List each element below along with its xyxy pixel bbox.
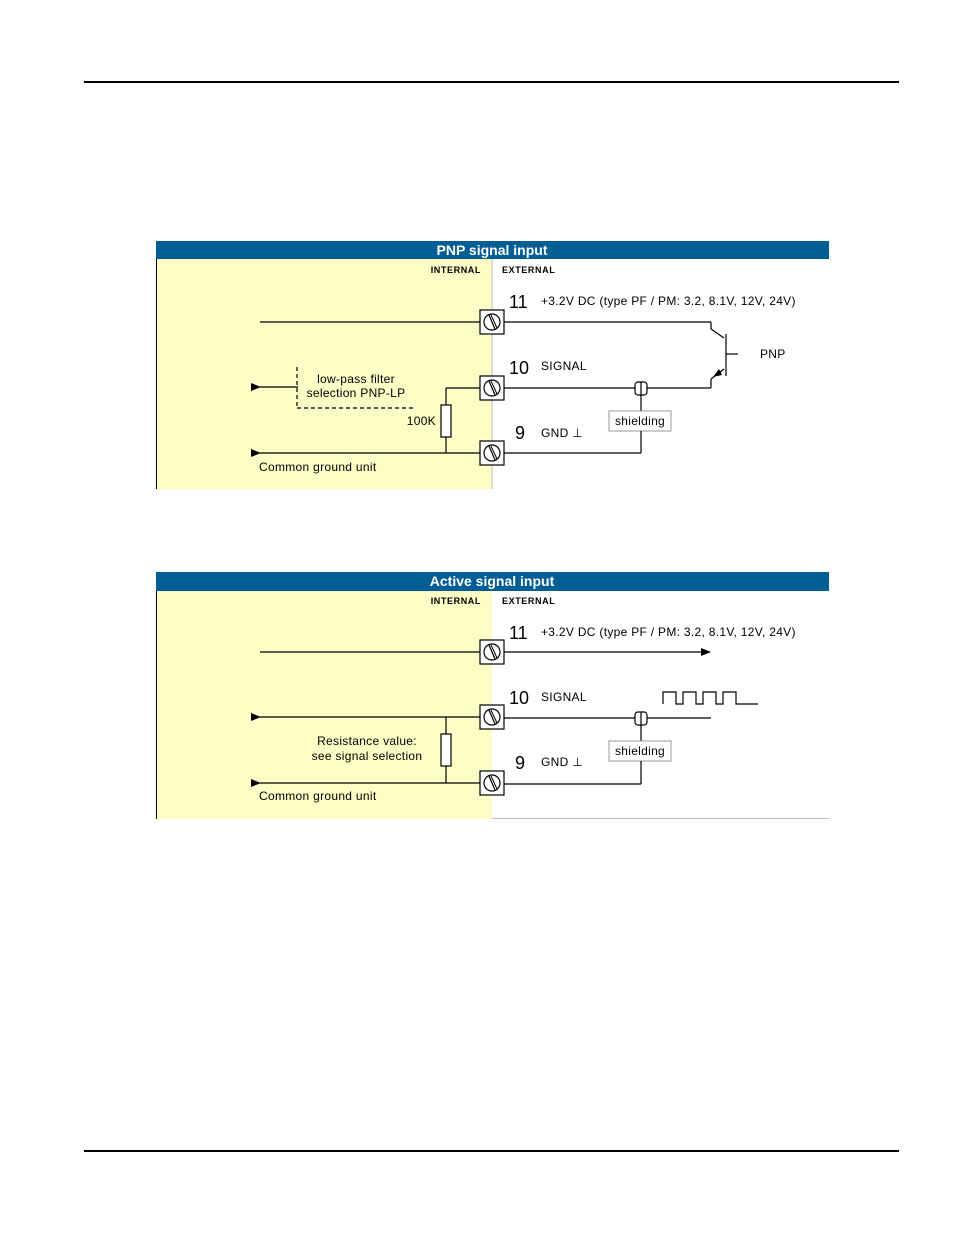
resistor-label: 100K (407, 414, 436, 428)
ground-label: Common ground unit (259, 789, 377, 803)
shielding-label: shielding (615, 744, 665, 758)
title-bar (156, 572, 829, 591)
terminal-number-10: 10 (509, 358, 529, 378)
resistor-100k (440, 404, 452, 438)
shielding-box (608, 740, 672, 762)
terminal-label-9: GND ⊥ (541, 426, 583, 440)
ground-label: Common ground unit (259, 460, 377, 474)
terminal-label-9: GND ⊥ (541, 755, 583, 769)
diagram-title: PNP signal input (437, 242, 548, 258)
terminal-label-11: +3.2V DC (type PF / PM: 3.2, 8.1V, 12V, … (541, 294, 796, 308)
shielding-box (608, 410, 672, 432)
title-bar (156, 241, 829, 259)
header-rule (84, 81, 899, 83)
external-label: EXTERNAL (502, 596, 555, 606)
terminal-number-11: 11 (509, 623, 528, 643)
footer-rule (84, 1150, 899, 1152)
terminal-number-11: 11 (509, 292, 528, 312)
filter-label-line1: low-pass filter (317, 372, 395, 386)
internal-area (156, 591, 492, 819)
terminal-label-11: +3.2V DC (type PF / PM: 3.2, 8.1V, 12V, … (541, 625, 796, 639)
internal-label: INTERNAL (431, 596, 481, 606)
internal-label: INTERNAL (431, 265, 481, 275)
terminal-screw-10 (479, 704, 505, 730)
terminal-screw-11 (479, 309, 505, 335)
terminal-label-10: SIGNAL (541, 690, 587, 704)
shielding-label: shielding (615, 414, 665, 428)
external-label: EXTERNAL (502, 265, 555, 275)
terminal-number-10: 10 (509, 688, 529, 708)
terminal-label-10: SIGNAL (541, 359, 587, 373)
terminal-screw-11 (479, 639, 505, 665)
filter-label-line2: selection PNP-LP (307, 386, 406, 400)
internal-area (156, 259, 492, 489)
terminal-screw-10 (479, 375, 505, 401)
terminal-screw-9 (479, 440, 505, 466)
resistance-label-line1: Resistance value: (317, 734, 417, 748)
pnp-signal-input-diagram: PNP signal input INTERNAL EXTERNAL 11 +3… (156, 241, 829, 489)
square-wave-signal (662, 691, 758, 705)
resistor (440, 733, 452, 767)
terminal-number-9: 9 (515, 753, 525, 773)
active-signal-input-diagram: Active signal input INTERNAL EXTERNAL 11… (156, 572, 829, 820)
transistor-label: PNP (760, 347, 786, 361)
diagram-title: Active signal input (430, 573, 555, 589)
resistance-label-line2: see signal selection (312, 749, 423, 763)
terminal-number-9: 9 (515, 423, 525, 443)
terminal-screw-9 (479, 770, 505, 796)
